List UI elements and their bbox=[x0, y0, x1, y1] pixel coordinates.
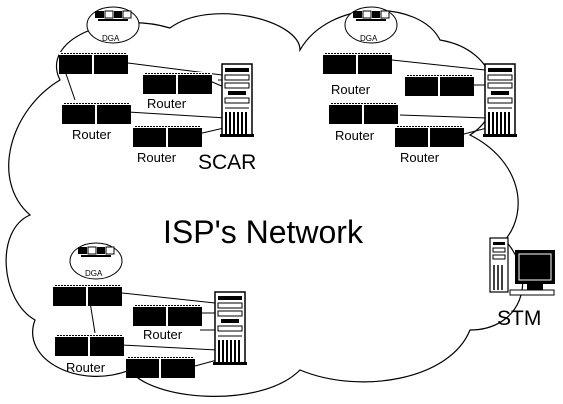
server-tower-icon bbox=[482, 63, 518, 138]
network-title: ISP's Network bbox=[163, 214, 364, 250]
router-icon bbox=[132, 124, 203, 148]
router-label: Router bbox=[335, 128, 375, 143]
router-icon bbox=[125, 355, 196, 379]
router-icon bbox=[132, 303, 203, 327]
dga-label: DGA bbox=[102, 34, 120, 43]
router-icon bbox=[142, 71, 213, 95]
router-label: Router bbox=[147, 96, 187, 111]
router-label: Router bbox=[143, 327, 183, 342]
router-icon bbox=[328, 101, 399, 125]
router-icon bbox=[394, 124, 465, 148]
router-icon bbox=[322, 51, 393, 75]
workstation-icon bbox=[489, 237, 555, 296]
stm-label: STM bbox=[497, 307, 541, 330]
scar-label: SCAR bbox=[198, 151, 256, 174]
router-cluster-bottom-left: DGA Router Router bbox=[52, 242, 248, 379]
router-label: Router bbox=[137, 150, 177, 165]
router-icon bbox=[58, 51, 129, 75]
router-icon bbox=[404, 73, 475, 97]
stm-workstation: STM bbox=[489, 237, 555, 330]
server-tower-icon bbox=[219, 63, 255, 138]
router-label: Router bbox=[400, 150, 440, 165]
server-tower-icon bbox=[212, 291, 248, 366]
router-icon bbox=[61, 101, 132, 125]
router-icon bbox=[54, 333, 125, 357]
dga-label: DGA bbox=[85, 269, 103, 278]
router-label: Router bbox=[331, 82, 371, 97]
router-label: Router bbox=[66, 360, 106, 375]
router-icon bbox=[52, 283, 123, 307]
scar-cluster: DGA Router Router Router SCAR bbox=[58, 6, 256, 174]
router-cluster-top-right: DGA Router Router Router bbox=[322, 6, 518, 165]
router-label: Router bbox=[72, 127, 112, 142]
dga-label: DGA bbox=[360, 34, 378, 43]
